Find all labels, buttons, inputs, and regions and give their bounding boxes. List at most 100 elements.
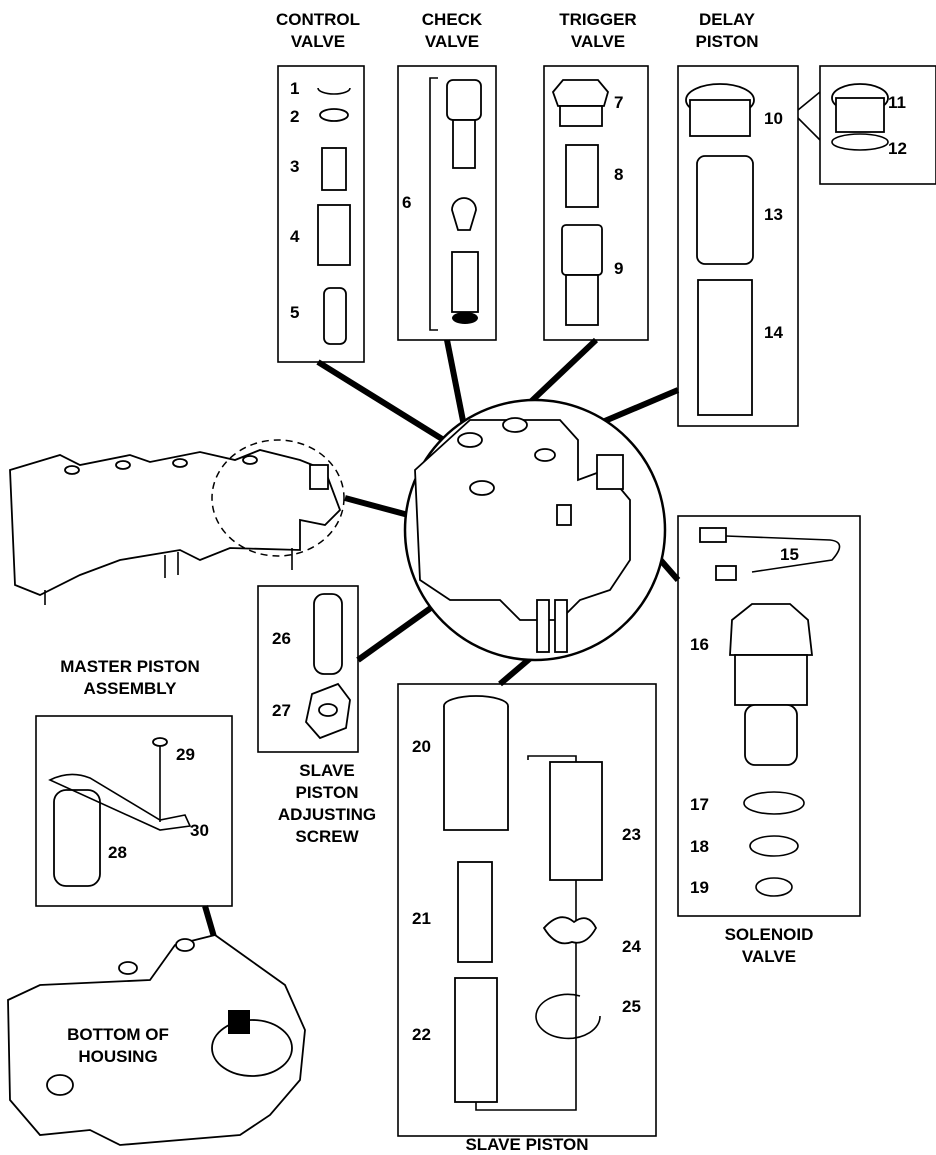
magnify-dashed-circle — [211, 439, 345, 557]
part-number-14: 14 — [764, 323, 783, 342]
check-valve-seat — [452, 312, 478, 324]
part-26-screw — [313, 593, 343, 675]
delay-piston-heading-line1: DELAY — [699, 10, 756, 29]
trigger-valve-heading-line1: TRIGGER — [559, 10, 636, 29]
part-number-20: 20 — [412, 737, 431, 756]
check-valve-body-top — [446, 79, 482, 121]
part-number-15: 15 — [780, 545, 799, 564]
part-number-26: 26 — [272, 629, 291, 648]
adjusting-screw-label-line1: SLAVE — [299, 761, 354, 780]
part-number-12: 12 — [888, 139, 907, 158]
part-number-25: 25 — [622, 997, 641, 1016]
part-number-30: 30 — [190, 821, 209, 840]
slave-piston-box — [397, 683, 657, 1137]
part-7-cap-thread — [559, 105, 603, 127]
part-16-solenoid-stem — [744, 704, 798, 766]
bottom-detail-parts — [48, 737, 192, 887]
part-number-7: 7 — [614, 93, 623, 112]
part-2-washer — [319, 108, 349, 122]
part-24-retainer — [542, 916, 598, 945]
check-valve-body-stem — [452, 119, 476, 169]
part-15-wire — [725, 535, 841, 573]
part-number-9: 9 — [614, 259, 623, 278]
central-housing-detail — [403, 398, 667, 662]
bottom-housing-port — [46, 1074, 74, 1096]
part-number-13: 13 — [764, 205, 783, 224]
part-number-18: 18 — [690, 837, 709, 856]
bottom-of-housing-label-line2: HOUSING — [78, 1047, 157, 1066]
master-boss-1 — [64, 465, 80, 475]
leader-delay-alt-2 — [797, 117, 821, 141]
trigger-valve-parts — [551, 79, 609, 326]
part-4-spring — [317, 204, 351, 266]
part-22-spring — [454, 977, 498, 1103]
part-3-spring — [321, 147, 347, 191]
master-boss-2 — [115, 460, 131, 470]
part-number-28: 28 — [108, 843, 127, 862]
master-boss-3 — [172, 458, 188, 468]
part-number-6: 6 — [402, 193, 411, 212]
housing-leg-1 — [536, 599, 550, 653]
part-number-5: 5 — [290, 303, 299, 322]
part-30-clip — [48, 773, 192, 831]
part-number-27: 27 — [272, 701, 291, 720]
solenoid-valve-parts — [699, 527, 841, 897]
part-number-21: 21 — [412, 909, 431, 928]
adjusting-screw-label-line3: ADJUSTING — [278, 805, 376, 824]
part-28-plunger — [53, 789, 101, 887]
housing-port-4 — [469, 480, 495, 496]
part-25-snap-ring — [535, 993, 601, 1040]
part-9-valve-body — [565, 274, 599, 326]
master-housing-body — [9, 449, 342, 596]
part-number-17: 17 — [690, 795, 709, 814]
part-number-16: 16 — [690, 635, 709, 654]
bottom-housing-boss-1 — [118, 961, 138, 975]
leader-delay-alt — [797, 91, 821, 111]
delay-piston-heading-line2: PISTON — [696, 32, 759, 51]
part-number-29: 29 — [176, 745, 195, 764]
part-19-seal — [755, 877, 793, 897]
slave-piston-label: SLAVE PISTON — [465, 1135, 588, 1154]
solenoid-valve-label-line1: SOLENOID — [725, 925, 814, 944]
delay-piston-parts — [685, 83, 755, 416]
part-20-piston-body — [443, 706, 509, 831]
part-number-2: 2 — [290, 107, 299, 126]
part-18-seal — [749, 835, 799, 857]
control-valve-heading-line2: VALVE — [291, 32, 345, 51]
part-5-valve — [323, 287, 347, 345]
housing-port-3 — [534, 448, 556, 462]
part-9-valve-top — [561, 224, 603, 276]
part-number-3: 3 — [290, 157, 299, 176]
part-8-spring — [565, 144, 599, 208]
part-number-10: 10 — [764, 109, 783, 128]
check-valve-ball — [451, 197, 477, 231]
part-17-seal — [743, 791, 805, 815]
part-23-spring — [549, 761, 603, 881]
master-piston-assembly-label-line2: ASSEMBLY — [84, 679, 178, 698]
part-13-piston — [696, 155, 754, 265]
check-valve-spring — [451, 251, 479, 313]
housing-body — [414, 419, 631, 621]
bottom-of-housing-label-line1: BOTTOM OF — [67, 1025, 169, 1044]
master-piston-assembly-label-line1: MASTER PISTON — [60, 657, 199, 676]
leader-control-valve — [316, 359, 457, 450]
trigger-valve-heading-line2: VALVE — [571, 32, 625, 51]
control-valve-heading-line1: CONTROL — [276, 10, 360, 29]
part-number-11: 11 — [888, 93, 906, 112]
bottom-of-housing-detail: BOTTOM OF HOUSING — [7, 934, 306, 1146]
housing-port-2 — [502, 417, 528, 433]
part-12-seal — [831, 133, 889, 151]
adjusting-screw-stub — [556, 504, 572, 526]
part-15-connector-2 — [715, 565, 737, 581]
part-number-4: 4 — [290, 227, 300, 246]
part-16-solenoid-cap — [729, 603, 814, 656]
adjusting-screw-label-line2: PISTON — [296, 783, 359, 802]
part-1-snap-ring — [317, 87, 351, 95]
housing-leg-2 — [554, 599, 568, 653]
part-number-23: 23 — [622, 825, 641, 844]
bottom-housing-boss-2 — [175, 938, 195, 952]
part-11-plug-body — [835, 97, 885, 133]
control-valve-parts — [317, 87, 351, 345]
